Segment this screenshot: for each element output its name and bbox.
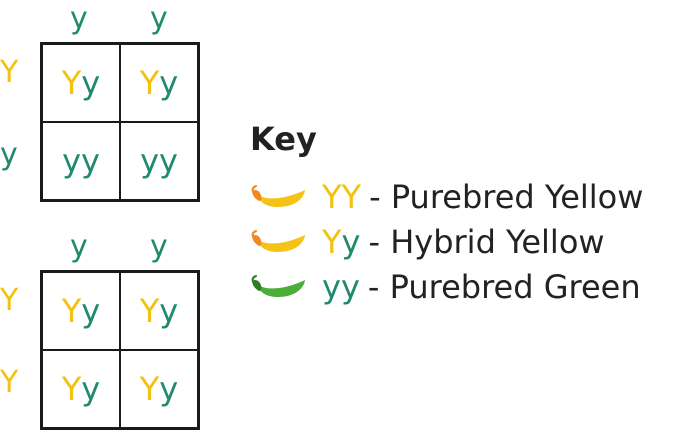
key-label: - Purebred Yellow — [369, 177, 644, 216]
key-label: - Purebred Green — [367, 267, 641, 306]
key-item: Yy- Hybrid Yellow — [250, 219, 643, 264]
green-pea-pod-icon — [251, 274, 305, 297]
key-genotype: Yy — [322, 222, 361, 261]
key-item: yy- Purebred Green — [250, 264, 643, 309]
row-allele-header: Y — [0, 283, 19, 318]
key-title: Key — [250, 120, 317, 158]
column-allele-header: y — [150, 1, 168, 36]
column-allele-header: y — [150, 229, 168, 264]
row-allele-header: Y — [0, 55, 19, 90]
column-allele-header: y — [70, 1, 88, 36]
yellow-pea-pod-icon — [251, 229, 305, 252]
row-allele-header: y — [0, 137, 18, 172]
key-label: - Hybrid Yellow — [368, 222, 605, 261]
row-allele-header: Y — [0, 365, 19, 400]
column-allele-header: y — [70, 229, 88, 264]
yellow-pea-pod-icon — [251, 184, 305, 207]
key-genotype: YY — [322, 177, 362, 216]
key-genotype: yy — [322, 267, 360, 306]
key-item: YY- Purebred Yellow — [250, 174, 643, 219]
